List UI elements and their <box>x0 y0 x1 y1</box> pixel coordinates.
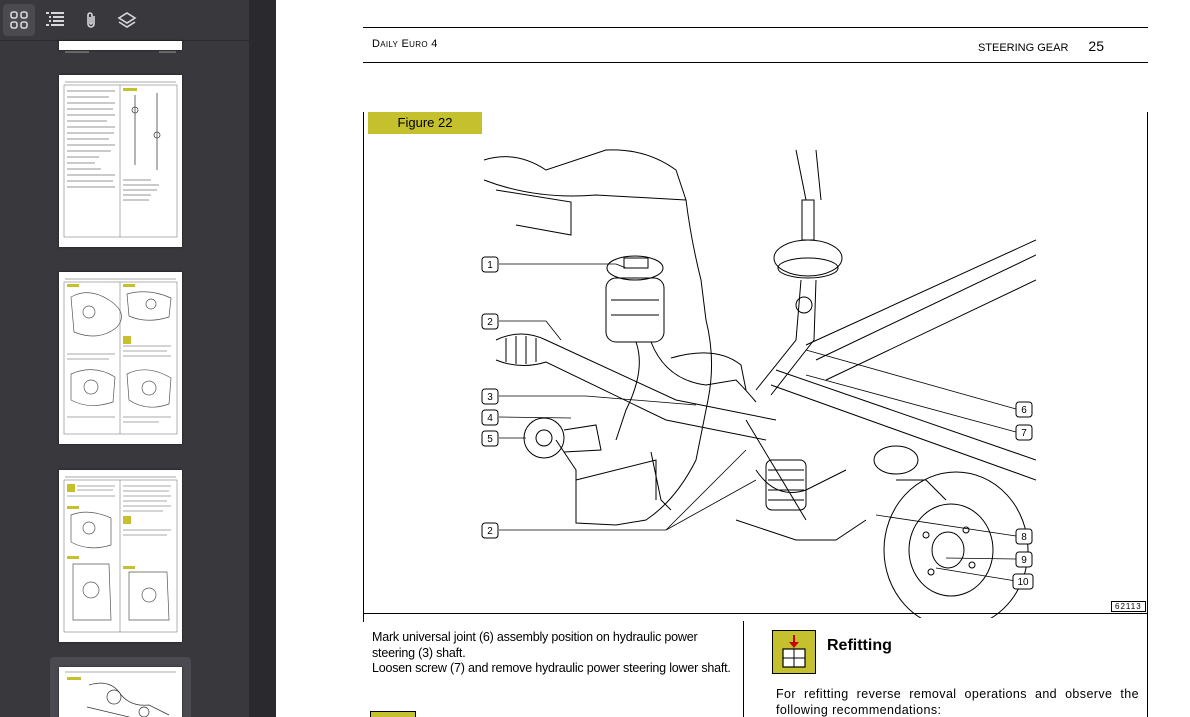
thumbnail-sidebar <box>0 0 249 717</box>
header-section: STEERING GEAR <box>977 42 1069 54</box>
callout-text: 10 <box>1017 577 1029 588</box>
page-thumbnail[interactable] <box>59 272 182 444</box>
callout-text: 2 <box>487 317 493 328</box>
page-thumbnail[interactable] <box>59 75 182 247</box>
page-thumbnail[interactable] <box>59 470 182 642</box>
thumbnail-content <box>65 51 176 53</box>
callout-text: 3 <box>487 392 493 403</box>
page-thumbnail-current[interactable] <box>59 667 182 717</box>
callout-text: 2 <box>487 526 493 537</box>
thumbnails-view-button[interactable] <box>3 4 35 36</box>
outline-view-icon <box>46 12 64 26</box>
refitting-symbol-icon <box>782 635 806 668</box>
callout-9: 9 <box>1015 551 1033 568</box>
figure-frame-right <box>1147 112 1148 717</box>
callout-5: 5 <box>481 430 499 447</box>
callout-10: 10 <box>1012 573 1034 590</box>
page-number: 25 <box>1088 38 1104 54</box>
refitting-icon <box>772 630 816 674</box>
refitting-text: For refitting reverse removal operations… <box>776 687 1139 717</box>
document-page: Daily Euro 4 STEERING GEAR 25 Figure 22 <box>276 0 1190 717</box>
sidebar-toolbar <box>0 0 249 41</box>
callout-text: 9 <box>1021 555 1027 566</box>
thumbnail-content <box>65 671 176 717</box>
callout-3: 3 <box>481 388 499 405</box>
callout-8: 8 <box>1015 528 1033 545</box>
attachments-view-button[interactable] <box>75 4 107 36</box>
figure-label: Figure 22 <box>368 112 482 134</box>
figure-frame-left <box>363 112 364 622</box>
callout-text: 5 <box>487 434 493 445</box>
steering-gear-diagram: 1 2 3 4 5 2 6 7 8 9 10 <box>481 149 1036 618</box>
removal-instructions: Mark universal joint (6) assembly positi… <box>372 630 738 677</box>
splitter[interactable] <box>249 0 276 717</box>
callout-4: 4 <box>481 409 499 426</box>
page-thumbnail[interactable] <box>59 41 182 53</box>
attachments-view-icon <box>87 12 95 28</box>
note-icon <box>370 711 416 717</box>
instruction-line: Mark universal joint (6) assembly positi… <box>372 630 698 660</box>
layers-view-icon <box>117 12 137 28</box>
figure-code: 62113 <box>1111 601 1146 612</box>
figure-frame-bottom <box>363 613 1148 614</box>
callout-text: 7 <box>1021 428 1027 439</box>
callout-2: 2 <box>481 313 499 330</box>
callout-labels: 1 2 3 4 5 2 6 7 8 9 10 <box>481 256 1034 590</box>
refitting-heading: Refitting <box>827 637 892 654</box>
header-right: STEERING GEAR 25 <box>978 38 1104 54</box>
header-rule-bottom <box>363 62 1148 63</box>
callout-2b: 2 <box>481 522 499 539</box>
thumbnail-content <box>63 476 178 633</box>
callout-text: 4 <box>487 413 493 424</box>
header-title: Daily Euro 4 <box>372 38 438 50</box>
column-divider <box>743 621 744 717</box>
thumbnails-view-icon <box>10 11 28 29</box>
callout-text: 6 <box>1021 405 1027 416</box>
thumbnail-content <box>63 81 178 238</box>
callout-text: 1 <box>487 260 493 271</box>
thumbnail-content <box>63 278 178 435</box>
outline-view-button[interactable] <box>39 4 71 36</box>
callout-7: 7 <box>1015 424 1033 441</box>
callout-1: 1 <box>481 256 499 273</box>
layers-view-button[interactable] <box>111 4 143 36</box>
callout-6: 6 <box>1015 401 1033 418</box>
instruction-line: Loosen screw (7) and remove hydraulic po… <box>372 661 731 675</box>
callout-text: 8 <box>1021 532 1027 543</box>
header-rule-top <box>363 27 1148 28</box>
